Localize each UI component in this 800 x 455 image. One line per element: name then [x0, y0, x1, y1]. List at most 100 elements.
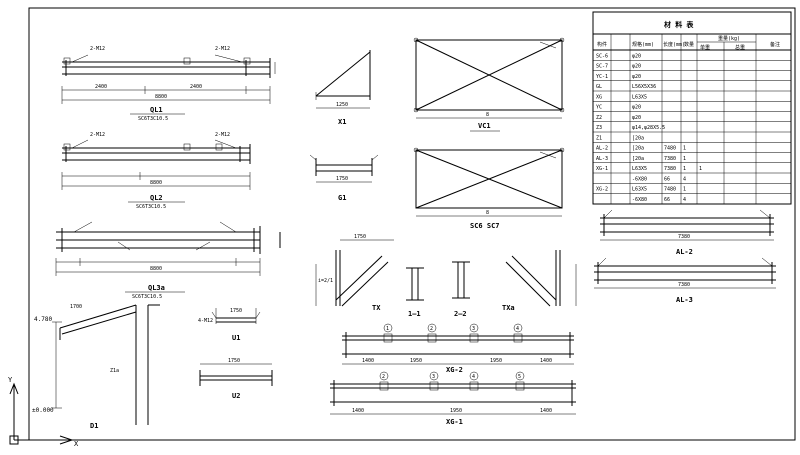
ql3a-title: QL3a — [148, 284, 165, 292]
ql1-subtitle: SC6T3C10.5 — [138, 116, 168, 122]
ql1-dim-b: 2400 — [190, 84, 202, 90]
ql2-bolt-note-right: 2-M12 — [215, 132, 230, 138]
al3-dim: 7380 — [678, 282, 690, 288]
xg2-callout-1: 1 — [386, 326, 389, 332]
table-cell: 66 — [664, 176, 670, 182]
table-row-member: GL — [596, 84, 602, 90]
table-header-cell: 规格(mm) — [632, 41, 654, 48]
tx-dim: 1750 — [354, 234, 366, 240]
table-row-member: YC-1 — [596, 74, 608, 80]
vc2-dim: 8 — [486, 210, 489, 216]
elevation-ground: ±0.000 — [32, 407, 54, 414]
table-cell: 1 — [683, 156, 686, 162]
table-cell: -6X80 — [632, 197, 647, 203]
member-al3-elevation: 7380 AL-3 — [594, 257, 776, 304]
xg1-dim-a: 1400 — [352, 408, 364, 414]
ql1-bolt-note: 2-M12 — [90, 46, 105, 52]
u1-title: U1 — [232, 334, 240, 342]
vc1-dim: 8 — [486, 112, 489, 118]
member-al2-elevation: 7380 AL-2 — [600, 209, 774, 256]
table-cell: φ20 — [632, 105, 641, 111]
xg1-dim-b: 1950 — [450, 408, 462, 414]
u1-dim: 1750 — [230, 308, 242, 314]
ql1-title: QL1 — [150, 106, 163, 114]
table-row-member: SC-7 — [596, 64, 608, 70]
section-2-2-title: 2—2 — [454, 310, 467, 318]
beam-ql1-elevation: 2-M12 2-M12 2400 2400 8800 QL1 SC6T3C10.… — [61, 46, 276, 122]
table-cell: 7380 — [664, 156, 676, 162]
bracket-x1-detail: 1250 X1 — [315, 50, 371, 126]
table-row-member: Z1 — [596, 135, 602, 141]
table-row-member: SC-6 — [596, 53, 608, 59]
table-header-cell: 长度(mm) — [663, 41, 685, 48]
xg2-callout-3: 3 — [472, 326, 475, 332]
table-cell: -6X80 — [632, 176, 647, 182]
u2-dim: 1750 — [228, 358, 240, 364]
table-header-cell: 构件 — [597, 41, 607, 48]
axis-y-label: Y — [8, 376, 13, 384]
table-cell: 4 — [683, 176, 686, 182]
rod-u2-detail: 1750 U2 — [199, 358, 273, 400]
bracing-sc6-sc7-detail: 8 SC6 SC7 — [413, 147, 565, 230]
table-cell: 66 — [664, 197, 670, 203]
member-xg2-elevation: 1 2 3 4 1400 1950 1950 1400 XG-2 — [342, 323, 574, 374]
table-cell: L63X5 — [632, 187, 647, 193]
table-cell: φ20 — [632, 64, 641, 70]
u2-title: U2 — [232, 392, 240, 400]
al3-title: AL-3 — [676, 296, 693, 304]
beam-ql3a-elevation: 8800 QL3a SC6T3C10.5 — [55, 221, 281, 300]
table-header-cell: 数量 — [684, 41, 694, 48]
ql1-dim-total: 8800 — [155, 94, 167, 100]
table-cell: 1 — [683, 146, 686, 152]
beam-ql2-elevation: 2-M12 2-M12 8800 QL2 SC6T3C10.5 — [61, 132, 251, 210]
table-row-member: XG-1 — [596, 166, 608, 172]
section-1-1-title: 1—1 — [408, 310, 421, 318]
table-cell: L63X5 — [632, 166, 647, 172]
table-cell: 7480 — [664, 146, 676, 152]
vc1-title: VC1 — [478, 122, 491, 130]
tx-slope: i=2/1 — [318, 278, 333, 284]
x1-title: X1 — [338, 118, 346, 126]
member-xg1-elevation: 2 3 4 5 1400 1950 1400 XG-1 — [330, 371, 576, 426]
d1-title: D1 — [90, 422, 98, 430]
table-cell: L56X5X36 — [632, 84, 656, 90]
xg2-dim-b: 1950 — [410, 358, 422, 364]
table-cell: 4 — [683, 197, 686, 203]
table-cell: [20a — [632, 146, 644, 152]
table-cell: φ14,φ28X5.5 — [632, 125, 665, 131]
g1-title: G1 — [338, 194, 346, 202]
ql2-title: QL2 — [150, 194, 163, 202]
table-cell: φ20 — [632, 115, 641, 121]
table-cell: 7380 — [664, 166, 676, 172]
ucs-axis-icon: Y X — [8, 376, 79, 448]
xg1-dim-c: 1400 — [540, 408, 552, 414]
table-cell: L63X5 — [632, 94, 647, 100]
bracing-vc1-detail: 8 VC1 — [413, 37, 565, 132]
tx-title: TX — [372, 304, 381, 312]
table-row-member: XG — [596, 94, 602, 100]
ql1-dim-a: 2400 — [95, 84, 107, 90]
ql3a-subtitle: SC6T3C10.5 — [132, 294, 162, 300]
material-table-header: 构件规格(mm)长度(mm)数量重量(kg)单重总重备注 — [597, 35, 780, 51]
ql3a-dim-total: 8800 — [150, 266, 162, 272]
d1-length: 1700 — [70, 304, 82, 310]
material-table-title: 材 料 表 — [663, 20, 694, 29]
al2-title: AL-2 — [676, 248, 693, 256]
xg2-dim-a: 1400 — [362, 358, 374, 364]
strut-g1-detail: 1750 G1 — [309, 154, 379, 202]
xg1-callout-5: 5 — [518, 374, 521, 380]
table-cell: 1 — [683, 187, 686, 193]
table-header-cell: 备注 — [770, 41, 780, 48]
table-row-member: AL-3 — [596, 156, 608, 162]
ql2-subtitle: SC6T3C10.5 — [136, 204, 166, 210]
bracket-txa-detail: TXa — [502, 250, 577, 312]
rod-u1-detail: 4-M12 1750 U1 — [198, 308, 261, 342]
xg2-dim-d: 1400 — [540, 358, 552, 364]
xg1-title: XG-1 — [446, 418, 463, 426]
bracket-tx-detail: 1750 i=2/1 TX — [315, 234, 394, 312]
elevation-top: 4.780 — [34, 316, 52, 323]
table-cell: 1 — [683, 166, 686, 172]
